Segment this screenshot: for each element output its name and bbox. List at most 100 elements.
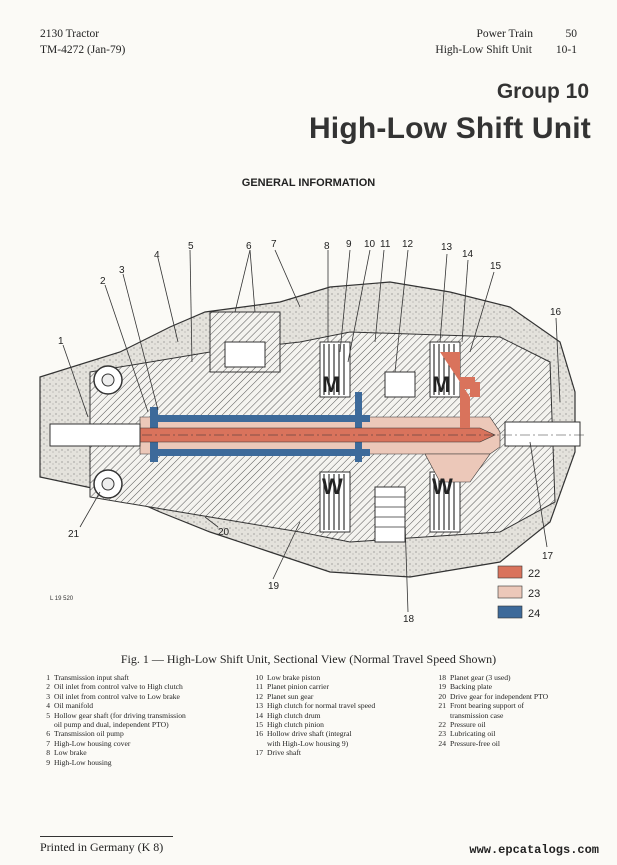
legend-number: 2 bbox=[46, 682, 50, 692]
key-swatch-24 bbox=[497, 605, 523, 619]
callout-11: 11 bbox=[380, 239, 391, 250]
legend-text: Lubricating oil bbox=[450, 729, 496, 739]
key-swatch-23 bbox=[497, 585, 523, 599]
legend-item: transmission case bbox=[436, 711, 606, 720]
section-subheading: GENERAL INFORMATION bbox=[241, 177, 376, 189]
legend-text: Low brake piston bbox=[267, 673, 321, 682]
figure-caption: Fig. 1 — High-Low Shift Unit, Sectional … bbox=[120, 652, 497, 666]
callout-19: 19 bbox=[268, 581, 280, 592]
legend-number: 11 bbox=[255, 682, 263, 692]
clutch-label-1: M bbox=[322, 372, 340, 397]
legend-item: 17 Drive shaft bbox=[253, 748, 433, 757]
legend-number: 12 bbox=[255, 691, 263, 701]
legend-item: oil pump and dual, independent PTO) bbox=[40, 720, 250, 729]
legend-text: Pressure-free oil bbox=[450, 738, 500, 748]
legend-number: 8 bbox=[46, 748, 50, 758]
legend-text: Transmission oil pump bbox=[54, 729, 124, 739]
legend-item: with High-Low housing 9) bbox=[253, 739, 433, 748]
legend-number bbox=[40, 720, 50, 729]
legend-column-2: 10 Low brake piston 11 Planet pinion carri… bbox=[253, 673, 433, 758]
legend-text: High-Low housing cover bbox=[54, 738, 131, 748]
legend-number: 4 bbox=[46, 701, 50, 711]
legend-item: 23 Lubricating oil bbox=[436, 729, 606, 738]
legend-text: Oil manifold bbox=[54, 701, 94, 711]
input-shaft bbox=[49, 423, 141, 447]
legend-number: 23 bbox=[438, 729, 446, 739]
legend-number: 17 bbox=[255, 748, 263, 758]
drive-shaft bbox=[504, 421, 581, 447]
group-label: Group 10 bbox=[496, 80, 589, 103]
legend-text: High clutch pinion bbox=[267, 720, 324, 730]
legend-item: 19 Backing plate bbox=[436, 682, 606, 691]
legend-number: 13 bbox=[255, 701, 263, 711]
legend-text: Planet gear (3 used) bbox=[450, 673, 511, 682]
legend-text: Front bearing support of bbox=[450, 701, 525, 711]
callout-20: 20 bbox=[218, 527, 230, 538]
legend-number: 3 bbox=[46, 691, 50, 701]
planet-gear-bottom bbox=[374, 486, 406, 543]
key-label-23: 23 bbox=[528, 588, 540, 600]
legend-number: 1 bbox=[46, 673, 50, 682]
legend-text: Drive shaft bbox=[267, 748, 301, 758]
callout-14: 14 bbox=[462, 249, 474, 260]
header-page-number: 10-1 bbox=[555, 44, 577, 56]
legend-text: Planet pinion carrier bbox=[267, 682, 329, 692]
legend-item: 7 High-Low housing cover bbox=[40, 739, 250, 748]
callout-17: 17 bbox=[542, 551, 554, 562]
legend-text: Backing plate bbox=[450, 682, 492, 692]
legend-number: 19 bbox=[438, 682, 446, 692]
footer-printed: Printed in Germany (K 8) bbox=[40, 840, 164, 854]
callout-6: 6 bbox=[246, 241, 252, 252]
legend-text: Hollow gear shaft (for driving transmiss… bbox=[54, 710, 186, 720]
legend-text: Drive gear for independent PTO bbox=[450, 691, 549, 701]
legend-item: 21 Front bearing support of bbox=[436, 701, 606, 710]
low-brake-pack-bottom bbox=[319, 471, 351, 533]
legend-text: Hollow drive shaft (integral bbox=[267, 729, 352, 739]
callout-7: 7 bbox=[271, 239, 277, 250]
header-section-number: 50 bbox=[565, 28, 578, 40]
callout-21: 21 bbox=[68, 529, 80, 540]
planet-gear-top bbox=[384, 371, 416, 398]
legend-text: High clutch for normal travel speed bbox=[267, 701, 376, 711]
legend-text: Pressure oil bbox=[450, 720, 486, 730]
header-manual: TM-4272 (Jan-79) bbox=[40, 44, 126, 56]
low-brake-pack-top bbox=[319, 341, 351, 398]
page-title: High-Low Shift Unit bbox=[308, 112, 591, 145]
sectional-view-diagram: M M W W 1 2 3 4 5 6 7 8 bbox=[39, 239, 585, 625]
legend-number bbox=[436, 711, 446, 720]
key-swatch-22 bbox=[497, 565, 523, 579]
clutch-label-2: M bbox=[432, 372, 450, 397]
clutch-label-4: W bbox=[432, 474, 453, 499]
callout-4: 4 bbox=[154, 250, 160, 261]
callout-16: 16 bbox=[550, 307, 562, 318]
legend-number: 10 bbox=[255, 673, 263, 682]
legend-number: 5 bbox=[46, 710, 50, 720]
pressure-free-oil-path bbox=[150, 415, 370, 422]
legend-item: 13 High clutch for normal travel speed bbox=[253, 701, 433, 710]
legend-number: 24 bbox=[438, 738, 446, 748]
watermark-url[interactable]: www.epcatalogs.com bbox=[469, 843, 599, 857]
callout-15: 15 bbox=[490, 261, 502, 272]
callout-10: 10 bbox=[364, 239, 376, 250]
callout-12: 12 bbox=[402, 239, 414, 250]
legend-number bbox=[253, 739, 263, 748]
header-section: Power Train bbox=[476, 28, 533, 40]
legend-item: 24 Pressure-free oil bbox=[436, 739, 606, 748]
key-label-24: 24 bbox=[528, 608, 540, 620]
legend-number: 9 bbox=[46, 757, 50, 767]
footer-rule bbox=[40, 836, 173, 837]
legend-number: 7 bbox=[46, 738, 50, 748]
legend-number: 21 bbox=[438, 701, 446, 711]
